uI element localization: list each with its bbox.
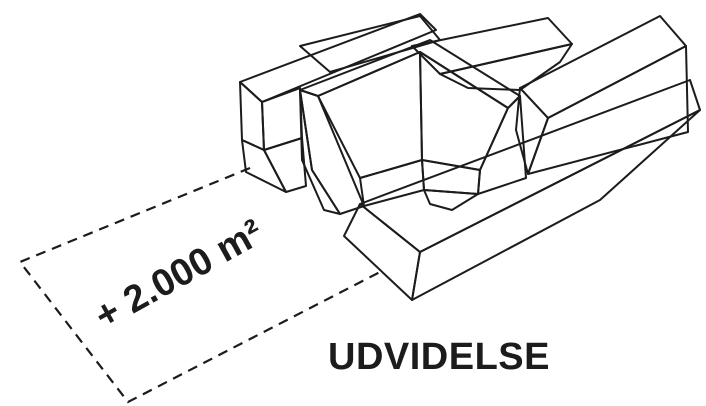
diagram-caption: UDVIDELSE <box>328 336 550 378</box>
courtyard-building <box>299 39 527 215</box>
expansion-plot-outline <box>18 166 381 404</box>
area-label: + 2.000 m² <box>88 212 270 338</box>
base-platform <box>343 79 701 301</box>
middle-rear-roofs <box>299 15 573 91</box>
right-building <box>515 15 689 175</box>
